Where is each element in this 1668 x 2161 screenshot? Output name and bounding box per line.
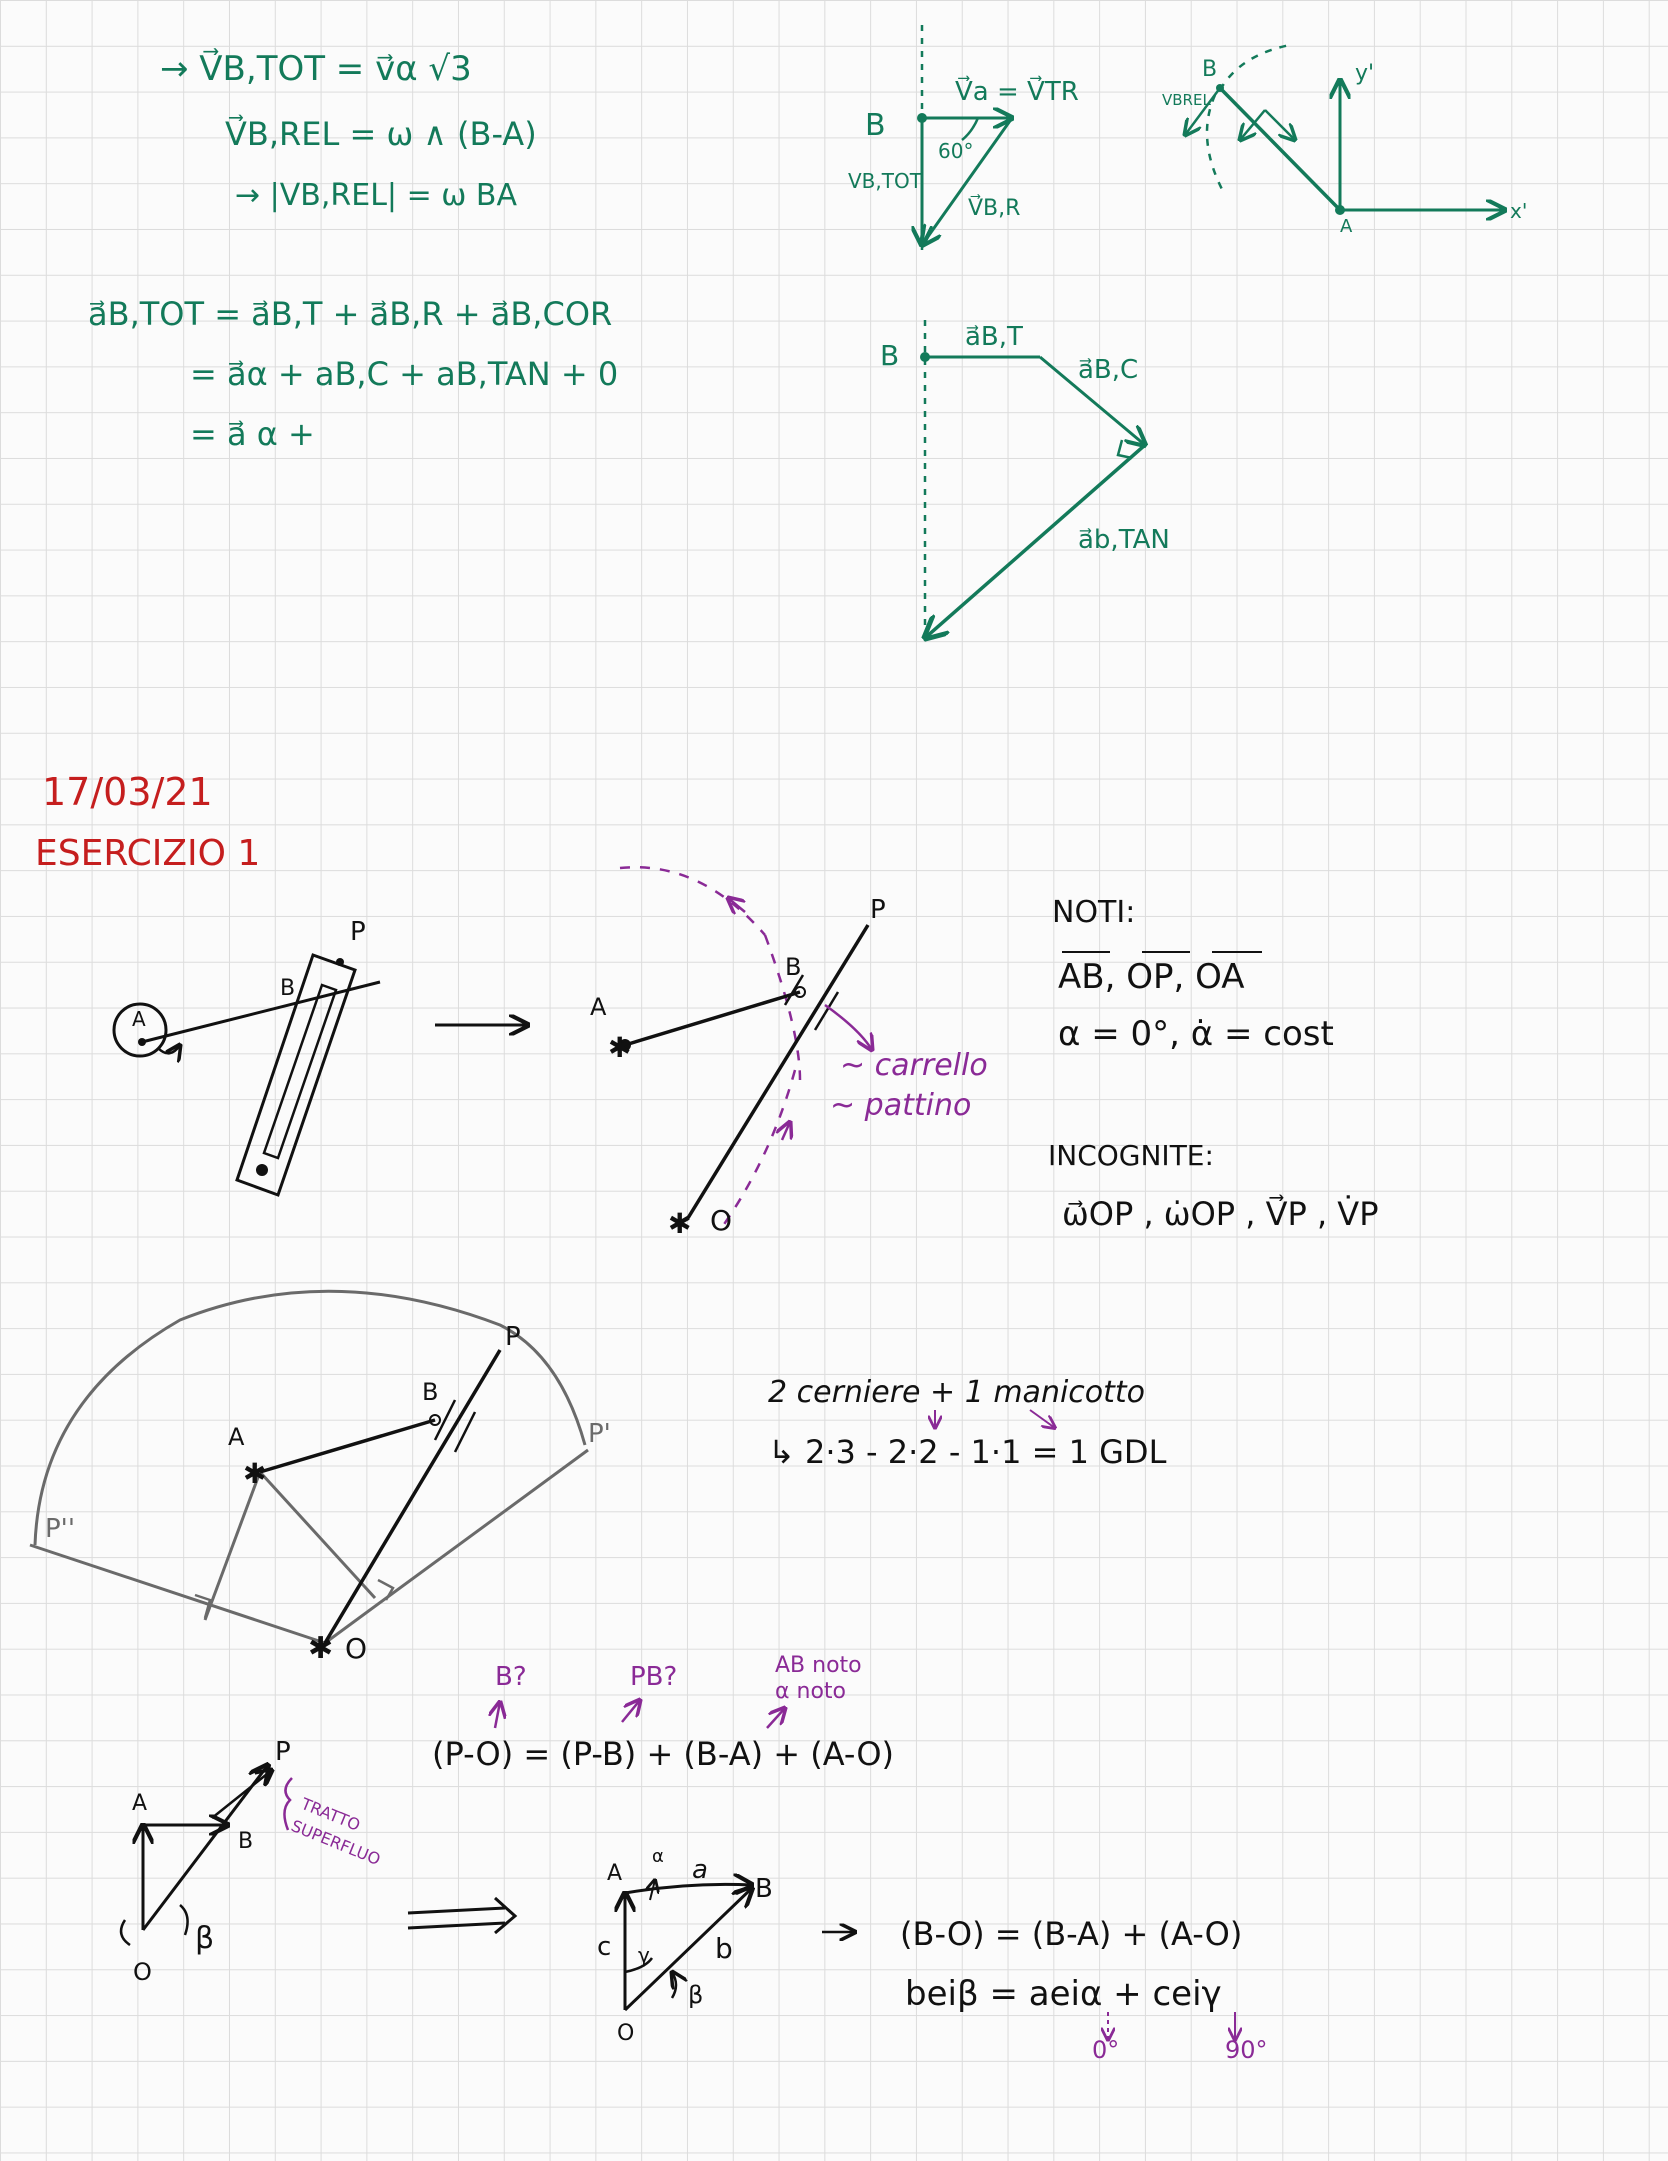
label-abt: a⃗B,T: [965, 322, 1023, 352]
q-pb: PB?: [630, 1662, 677, 1692]
angle-alpha: α: [652, 1846, 664, 1867]
mechanism-sketch-3: ✱ ✱ P B A P' P'' O: [29, 1289, 611, 1666]
exercise-title: ESERCIZIO 1: [35, 833, 260, 874]
angle-arc: [961, 117, 980, 141]
date-heading: 17/03/21: [42, 770, 213, 814]
label-b: B: [422, 1378, 438, 1406]
label-yprime: y': [1355, 61, 1374, 86]
label-a: A: [228, 1423, 245, 1451]
label-a: A: [607, 1861, 622, 1886]
label-p: P: [505, 1322, 521, 1352]
vector-abtan: [925, 443, 1147, 638]
noti-alpha: α = 0°, α̇ = cost: [1058, 1014, 1334, 1054]
label-a: A: [590, 993, 607, 1021]
noti-lengths: AB, OP, OA: [1058, 957, 1245, 997]
complex-equation: (B-O) = (B-A) + (A-O) beiβ = aeiα + ceiγ…: [822, 1915, 1268, 2064]
angle-gamma: γ: [638, 1943, 650, 1967]
q-b: B?: [495, 1662, 527, 1692]
label-o: O: [617, 2021, 634, 2046]
dof-count: 2 cerniere + 1 manicotto ↳ 2·3 - 2·2 - 1…: [768, 1375, 1167, 1471]
triangle-sketch: A B O a b c α γ β: [597, 1846, 773, 2046]
noti-title: NOTI:: [1052, 895, 1135, 930]
note-pattino: ~ pattino: [830, 1088, 971, 1123]
formula-vb-tot: → V⃗B,TOT = v⃗α √3: [160, 48, 472, 89]
label-abtan: a⃗b,TAN: [1078, 525, 1170, 555]
label-p-prime: P': [588, 1419, 611, 1449]
vector-closure-equation: B? PB? AB noto α noto (P-O) = (P-B) + (B…: [432, 1653, 894, 1773]
mechanism-sketch-4: P A B O β TRATTO SUPERFLUO: [119, 1737, 383, 1986]
label-a: A: [1340, 216, 1353, 237]
q-alpha-noto: α noto: [775, 1679, 846, 1704]
label-b: B: [280, 976, 295, 1001]
axes-diagram: B VBREL y' x' A: [1162, 43, 1527, 237]
formula-vb-rel-mod: → |VB,REL| = ω BA: [235, 178, 517, 213]
label-b: B: [1202, 57, 1217, 82]
incognite-title: INCOGNITE:: [1048, 1139, 1214, 1172]
double-implies-arrow: [407, 1896, 518, 1935]
mechanism-sketch-1: A B P: [112, 917, 381, 1197]
gdl-joints: 2 cerniere + 1 manicotto: [768, 1375, 1145, 1410]
label-abc: a⃗B,C: [1078, 355, 1138, 385]
closure-eq: (P-O) = (P-B) + (B-A) + (A-O): [432, 1735, 894, 1773]
label-vbtot: VB,TOT: [848, 169, 923, 193]
label-b: B: [865, 108, 886, 143]
formula-ab-expand: = a⃗α + aB,C + aB,TAN + 0: [190, 355, 618, 393]
acceleration-diagram: B a⃗B,T a⃗B,C a⃗b,TAN: [880, 320, 1170, 640]
label-a: A: [132, 1791, 147, 1816]
label-va: V⃗a = V⃗TR: [955, 75, 1079, 107]
note-carrello: ~ carrello: [840, 1048, 988, 1083]
knowns-unknowns: NOTI: AB, OP, OA α = 0°, α̇ = cost INCOG…: [1048, 895, 1378, 1233]
value-90deg: 90°: [1225, 2036, 1268, 2064]
label-a: A: [132, 1007, 146, 1031]
label-beta: β: [195, 1921, 214, 1956]
label-p-double: P'': [45, 1514, 75, 1544]
label-b: B: [755, 1874, 773, 1904]
label-o: O: [710, 1204, 732, 1237]
side-a: a: [692, 1855, 708, 1885]
label-b: B: [785, 953, 801, 981]
label-o: O: [345, 1632, 367, 1665]
eq-vector: (B-O) = (B-A) + (A-O): [900, 1915, 1242, 1953]
svg-text:✱: ✱: [608, 1031, 631, 1064]
vector-vbr: [922, 117, 1014, 245]
label-b: B: [238, 1829, 253, 1854]
rod-op: [686, 924, 870, 1219]
sector-arc: [33, 1289, 587, 1546]
label-o: O: [133, 1958, 152, 1986]
velocity-formulas: → V⃗B,TOT = v⃗α √3 V⃗B,REL = ω ∧ (B-A) →…: [160, 48, 537, 213]
formula-ab-tot: a⃗B,TOT = a⃗B,T + a⃗B,R + a⃗B,COR: [88, 295, 612, 333]
label-vbr: V⃗B,R: [968, 194, 1020, 221]
gdl-formula: ↳ 2·3 - 2·2 - 1·1 = 1 GDL: [768, 1433, 1167, 1471]
label-xprime: x': [1510, 199, 1527, 223]
label-60: 60°: [938, 139, 973, 163]
rod-ab: [1218, 86, 1342, 212]
label-p: P: [350, 917, 366, 947]
side-c: c: [597, 1932, 611, 1962]
label-p: P: [870, 895, 886, 925]
svg-text:✱: ✱: [668, 1207, 691, 1240]
angle-beta: β: [688, 1981, 703, 2009]
label-vbrel: VBREL: [1162, 91, 1211, 109]
rod-ab: [624, 990, 801, 1047]
svg-text:✱: ✱: [308, 1631, 333, 1666]
label-p: P: [275, 1737, 291, 1767]
svg-text:✱: ✱: [243, 1457, 266, 1490]
incognite-list: ω⃗OP , ω̇OP , V⃗P , V̇P: [1062, 1194, 1378, 1233]
rod-op: [323, 1349, 502, 1644]
velocity-triangle-diagram: B V⃗a = V⃗TR 60° VB,TOT V⃗B,R: [848, 25, 1079, 250]
rod-ab: [259, 1418, 436, 1474]
formula-ab-partial: = a⃗ α +: [190, 415, 315, 453]
mechanism-sketch-2: ✱ ✱ A B P O ~ carrello ~ pattino: [590, 866, 988, 1240]
value-0deg: 0°: [1092, 2036, 1119, 2064]
side-b: b: [715, 1932, 733, 1965]
vector-vbrel: [1185, 87, 1222, 135]
formula-vb-rel: V⃗B,REL = ω ∧ (B-A): [225, 114, 537, 153]
acceleration-formulas: a⃗B,TOT = a⃗B,T + a⃗B,R + a⃗B,COR = a⃗α …: [88, 295, 618, 453]
label-b: B: [880, 339, 899, 372]
vector-abc: [1039, 355, 1145, 445]
q-ab-noto: AB noto: [775, 1653, 862, 1678]
eq-complex: beiβ = aeiα + ceiγ: [905, 1974, 1222, 2014]
